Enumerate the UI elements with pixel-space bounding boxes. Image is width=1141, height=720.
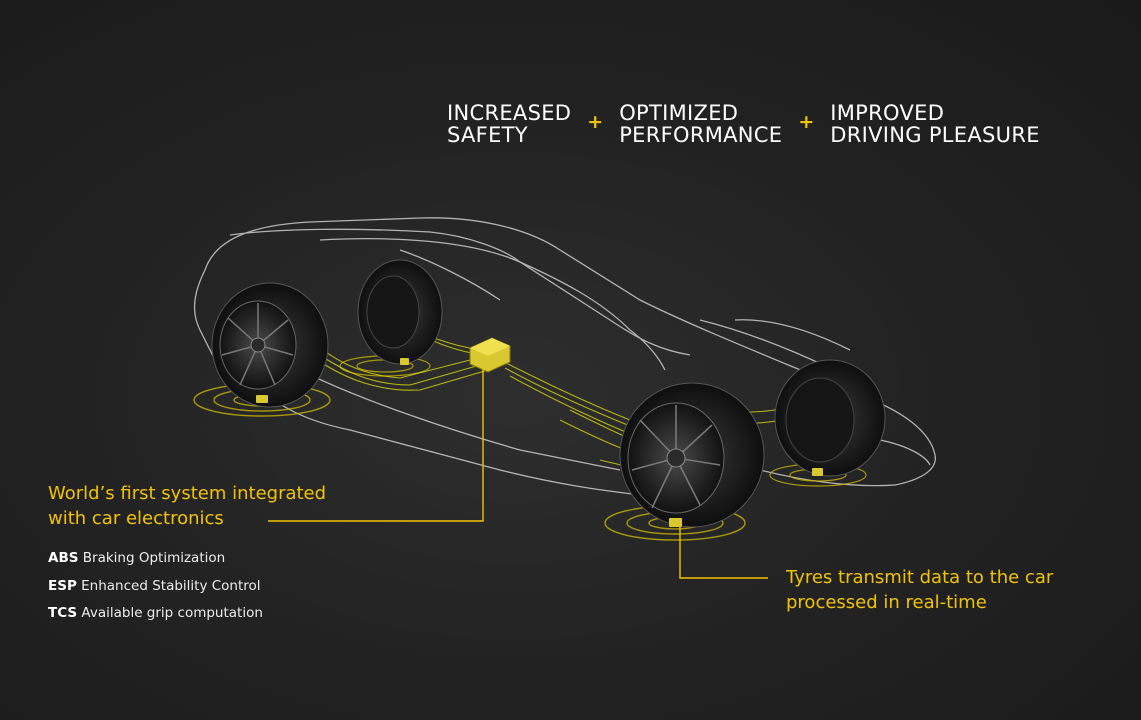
feature-abs: ABS Braking Optimization [48, 545, 326, 573]
benefit-line: IMPROVED [830, 101, 945, 125]
benefit-line: OPTIMIZED [619, 101, 739, 125]
callout-lines [268, 368, 768, 579]
headline: INCREASED SAFETY + OPTIMIZED PERFORMANCE… [447, 102, 1040, 146]
plus-separator: + [798, 111, 815, 133]
benefit-driving-pleasure: IMPROVED DRIVING PLEASURE [830, 102, 1040, 146]
callout-tyre-data: Tyres transmit data to the car processed… [786, 565, 1053, 615]
tyre-sensors [256, 358, 823, 527]
callout-title-line: World’s first system integrated [48, 483, 327, 504]
callout-title-line: processed in real-time [786, 592, 987, 613]
tyre-rear-right [774, 359, 886, 477]
control-unit [469, 337, 511, 373]
callout-electronics: World’s first system integrated with car… [48, 481, 326, 628]
benefit-line: DRIVING PLEASURE [830, 123, 1040, 147]
callout-title-line: with car electronics [48, 508, 224, 529]
plus-separator: + [587, 111, 604, 133]
benefit-line: INCREASED [447, 101, 572, 125]
tyre-rear-left [357, 259, 443, 365]
feature-abbr: ESP [48, 577, 77, 594]
feature-abbr: TCS [48, 605, 78, 621]
feature-text: Available grip computation [81, 605, 263, 621]
feature-abbr: ABS [48, 550, 79, 566]
tyre-front-left [211, 282, 329, 408]
callout-electronics-title: World’s first system integrated with car… [48, 481, 326, 531]
benefit-line: PERFORMANCE [619, 123, 783, 147]
feature-esp: ESP Enhanced Stability Control [48, 573, 326, 601]
callout-title-line: Tyres transmit data to the car [786, 567, 1054, 588]
tyre-front-right [619, 382, 765, 528]
callout-tyre-data-title: Tyres transmit data to the car processed… [786, 565, 1053, 615]
feature-text: Enhanced Stability Control [81, 577, 261, 594]
feature-tcs: TCS Available grip computation [48, 600, 326, 628]
feature-list: ABS Braking Optimization ESP Enhanced St… [48, 545, 326, 628]
benefit-line: SAFETY [447, 123, 528, 147]
feature-text: Braking Optimization [82, 550, 226, 566]
benefit-safety: INCREASED SAFETY [447, 102, 571, 146]
benefit-performance: OPTIMIZED PERFORMANCE [619, 102, 782, 146]
